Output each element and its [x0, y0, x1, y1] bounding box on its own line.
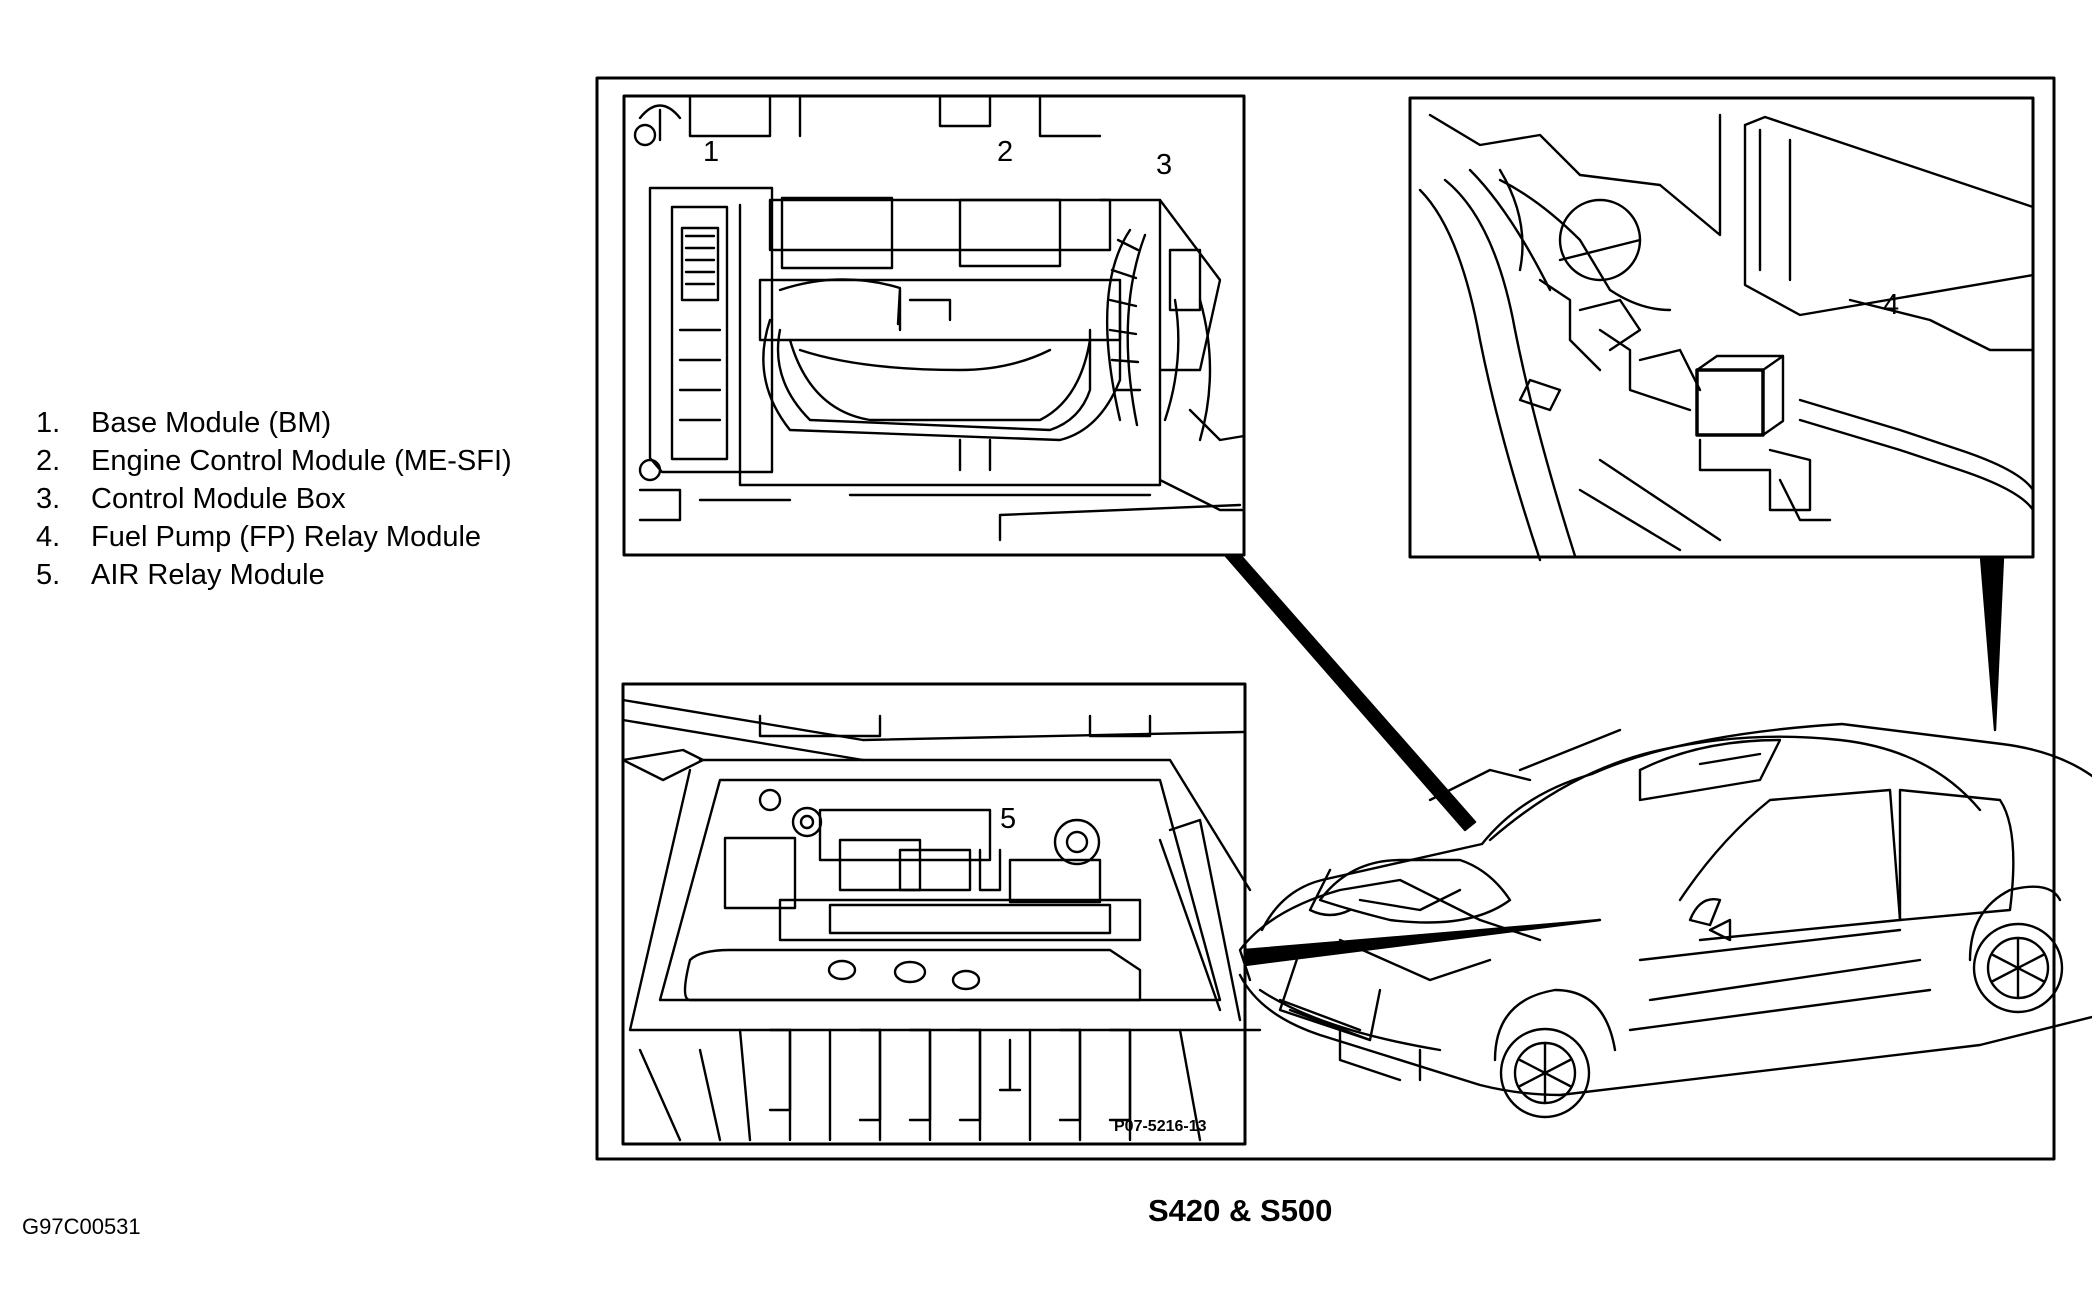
leader-to-control-box — [1223, 553, 1477, 832]
car-illustration — [1238, 722, 2092, 1119]
legend-item: 4. Fuel Pump (FP) Relay Module — [36, 518, 512, 556]
panel-control-module-box — [622, 94, 1246, 557]
callout-4: 4 — [1883, 289, 1900, 321]
figure-frame — [595, 76, 2056, 1161]
legend-item: 5. AIR Relay Module — [36, 556, 512, 594]
figure-caption: S420 & S500 — [1148, 1193, 1333, 1228]
panel-reference-code: P07-5216-13 — [1114, 1118, 1207, 1135]
panel-fuel-pump-relay — [1408, 96, 2035, 562]
panel-air-relay — [621, 682, 1262, 1146]
leader-to-fuel-relay — [1979, 555, 2005, 732]
legend-item: 1. Base Module (BM) — [36, 404, 512, 442]
legend-number: 2. — [36, 445, 61, 477]
figure-id: G97C00531 — [22, 1214, 141, 1239]
component-legend: 1. Base Module (BM) 2. Engine Control Mo… — [36, 404, 512, 594]
callout-2: 2 — [997, 136, 1014, 168]
legend-label: Engine Control Module (ME-SFI) — [91, 445, 512, 477]
callout-5: 5 — [1000, 803, 1017, 835]
legend-number: 1. — [36, 407, 61, 439]
legend-number: 4. — [36, 521, 61, 553]
legend-number: 3. — [36, 483, 61, 515]
legend-item: 3. Control Module Box — [36, 480, 512, 518]
legend-item: 2. Engine Control Module (ME-SFI) — [36, 442, 512, 480]
legend-number: 5. — [36, 559, 61, 591]
callout-3: 3 — [1156, 149, 1173, 181]
legend-label: AIR Relay Module — [91, 559, 325, 591]
legend-label: Base Module (BM) — [91, 407, 332, 439]
legend-label: Fuel Pump (FP) Relay Module — [91, 521, 482, 553]
legend-label: Control Module Box — [91, 483, 346, 515]
callout-1: 1 — [703, 136, 720, 168]
